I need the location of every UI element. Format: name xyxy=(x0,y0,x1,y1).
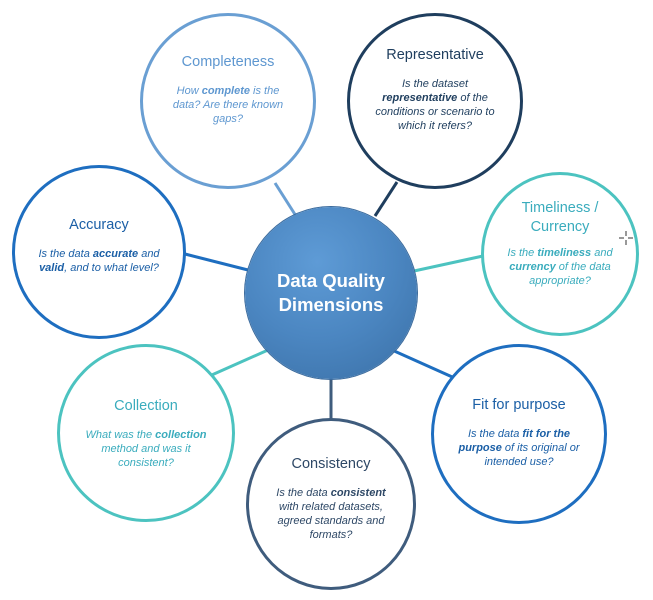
node-consistency: Consistency Is the data consistent with … xyxy=(246,418,416,590)
node-description: Is the data accurate and valid, and to w… xyxy=(38,248,160,274)
node-description: Is the dataset representative of the con… xyxy=(375,78,495,132)
node-description: Is the timeliness and currency of the da… xyxy=(507,247,613,287)
node-description: What was the collection method and was i… xyxy=(85,429,207,469)
connector-fit xyxy=(391,348,460,382)
node-collection: Collection What was the collection metho… xyxy=(57,344,235,522)
node-title: Consistency xyxy=(291,456,371,472)
node-accuracy: Accuracy Is the data accurate and valid,… xyxy=(12,165,186,339)
center-title-line1: Data Quality xyxy=(277,270,385,291)
center-title-line2: Dimensions xyxy=(278,294,384,315)
node-description: Is the data consistent with related data… xyxy=(276,487,386,541)
connector-completeness xyxy=(273,182,298,217)
connector-representative xyxy=(373,181,399,217)
node-completeness: Completeness How complete is the data? A… xyxy=(140,13,316,189)
node-title: Collection xyxy=(114,398,178,414)
node-description: How complete is the data? Are there know… xyxy=(172,85,284,125)
node-title: Accuracy xyxy=(69,217,129,233)
node-title: Completeness xyxy=(181,54,275,70)
node-title: Representative xyxy=(386,47,484,63)
node-description: Is the data fit for the purpose of its o… xyxy=(458,428,580,468)
node-representative: Representative Is the dataset representa… xyxy=(347,13,523,189)
connector-collection xyxy=(204,348,269,380)
node-fit-for-purpose: Fit for purpose Is the data fit for the … xyxy=(431,344,607,524)
node-title: Fit for purpose xyxy=(472,397,566,413)
node-title: Timeliness / Currency xyxy=(521,200,599,235)
node-timeliness: Timeliness / Currency Is the timeliness … xyxy=(481,172,639,336)
crosshair-cursor-icon xyxy=(619,231,633,245)
connector-timeliness xyxy=(413,254,484,273)
center-title: Data Quality Dimensions xyxy=(277,269,385,317)
connector-accuracy xyxy=(184,252,249,272)
center-node: Data Quality Dimensions xyxy=(245,207,417,379)
